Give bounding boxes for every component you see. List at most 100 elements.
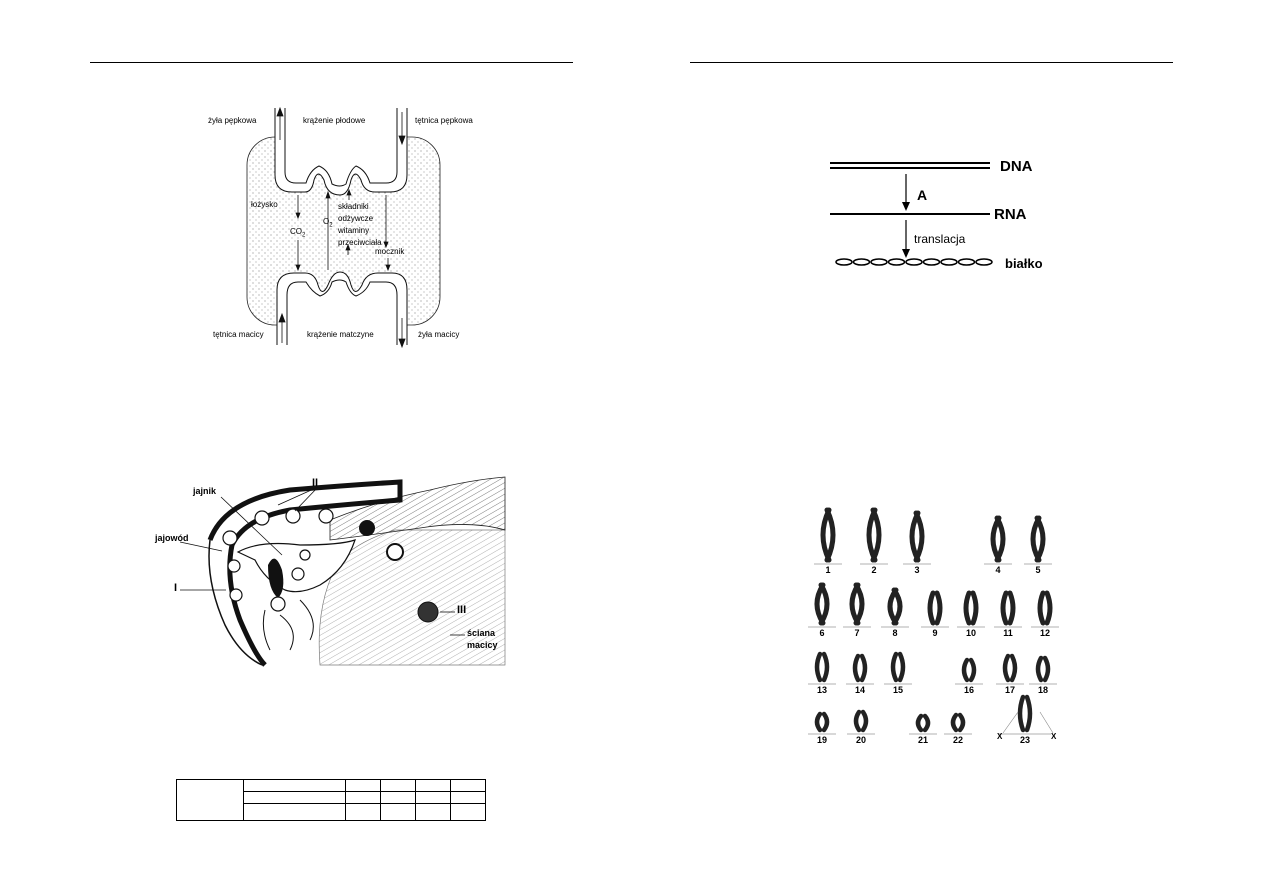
protein-chain bbox=[835, 258, 993, 266]
chromosome-number: 8 bbox=[892, 628, 898, 638]
amino-acid bbox=[940, 258, 958, 266]
chromosome-number: 2 bbox=[871, 565, 877, 575]
chromosome bbox=[994, 515, 1006, 563]
chromosome bbox=[1037, 590, 1046, 626]
chromosome bbox=[934, 590, 943, 626]
chromosome-pair-14 bbox=[846, 653, 874, 685]
chromosome-pair-13 bbox=[808, 651, 836, 685]
label-oviduct: jajowód bbox=[155, 533, 189, 543]
chromosome-number: 16 bbox=[963, 685, 974, 695]
amino-acid bbox=[835, 258, 853, 266]
label-translation: translacja bbox=[914, 232, 966, 246]
chromosome bbox=[968, 657, 977, 683]
label-nutrients-1: składniki bbox=[338, 202, 369, 211]
label-rna: RNA bbox=[994, 206, 1027, 223]
label-ovary: jajnik bbox=[193, 486, 217, 496]
chromosome-pair-15 bbox=[884, 651, 912, 685]
chromosome bbox=[1002, 653, 1011, 683]
label-nutrients-2: odżywcze bbox=[338, 214, 374, 223]
chromosome-number: 1 bbox=[825, 565, 831, 575]
chromosome-pair-18 bbox=[1029, 655, 1057, 685]
chromosome bbox=[890, 651, 899, 683]
chromosome-pair-4 bbox=[984, 515, 1012, 565]
chromosome-pair-23 bbox=[999, 694, 1051, 735]
chromosome-number: 17 bbox=[1004, 685, 1015, 695]
label-protein: białko bbox=[1005, 256, 1043, 271]
chromosome bbox=[1000, 590, 1009, 626]
table-cell bbox=[176, 779, 244, 821]
label-o2: O2 bbox=[323, 217, 333, 229]
chromosome-pair-8 bbox=[881, 587, 909, 628]
label-step-a: A bbox=[917, 187, 928, 203]
table-cell bbox=[450, 803, 486, 821]
chromosome bbox=[915, 713, 924, 733]
chromosome bbox=[957, 712, 966, 733]
chromosome bbox=[897, 651, 906, 683]
label-co2: CO2 bbox=[290, 227, 306, 239]
label-dna: DNA bbox=[1000, 158, 1033, 175]
label-maternal-circulation: krążenie matczyne bbox=[307, 330, 374, 339]
chromosome-pair-3 bbox=[903, 510, 931, 565]
amino-acid bbox=[905, 258, 923, 266]
chromosome-number: 5 bbox=[1035, 565, 1041, 575]
chromosome bbox=[950, 712, 959, 733]
chromosome-number: 7 bbox=[854, 628, 860, 638]
chromosome-number: 22 bbox=[952, 735, 963, 745]
label-uterine-artery: tętnica macicy bbox=[213, 330, 264, 339]
x-pointer-line bbox=[1002, 711, 1019, 734]
chromosome-number: 23 bbox=[1019, 735, 1030, 745]
chromosome bbox=[824, 507, 836, 563]
label-uterine-vein: żyła macicy bbox=[418, 330, 460, 339]
chromosome bbox=[860, 709, 869, 733]
chromosome bbox=[970, 590, 979, 626]
chromosome-pair-7 bbox=[843, 582, 871, 628]
chromosome-pair-19 bbox=[808, 711, 836, 735]
chromosome bbox=[963, 590, 972, 626]
label-placenta: łożysko bbox=[251, 200, 278, 209]
chromosome bbox=[1024, 694, 1033, 733]
amino-acid bbox=[975, 258, 993, 266]
chromosome-number: 9 bbox=[932, 628, 938, 638]
chromosome-number: 19 bbox=[816, 735, 827, 745]
x-pointer-line bbox=[1039, 711, 1054, 734]
chromosome-pair-17 bbox=[996, 653, 1024, 685]
label-II: II bbox=[312, 477, 319, 489]
chromosome bbox=[1007, 590, 1016, 626]
chromosome-number: 20 bbox=[855, 735, 866, 745]
label-uterine-wall-1: ściana bbox=[467, 628, 496, 638]
chromosome bbox=[1044, 590, 1053, 626]
chromosome-number: 18 bbox=[1037, 685, 1048, 695]
chromosome-number: 6 bbox=[819, 628, 825, 638]
label-nutrients-4: przeciwciała bbox=[338, 238, 382, 247]
chromosome-pair-12 bbox=[1031, 590, 1059, 628]
chromosome bbox=[853, 582, 865, 626]
chromosome bbox=[1017, 694, 1026, 733]
chromosome-number: 3 bbox=[914, 565, 920, 575]
label-I: I bbox=[174, 582, 178, 594]
chromosome-pair-6 bbox=[808, 582, 836, 628]
chromosome-number: 12 bbox=[1039, 628, 1050, 638]
label-urea: mocznik bbox=[375, 247, 405, 256]
chromosome bbox=[870, 507, 882, 563]
label-umbilical-artery: tętnica pępkowa bbox=[415, 116, 473, 125]
chromosome bbox=[1035, 655, 1044, 683]
chromosome bbox=[891, 587, 903, 626]
label-x-right: X bbox=[1051, 732, 1057, 741]
chromosome-number: 21 bbox=[917, 735, 928, 745]
chromosome-number: 15 bbox=[892, 685, 903, 695]
label-III: III bbox=[457, 604, 467, 616]
chromosome bbox=[1034, 515, 1046, 563]
chromosome-pair-21 bbox=[909, 713, 937, 735]
chromosome-pair-20 bbox=[847, 709, 875, 735]
chromosome-pair-9 bbox=[921, 590, 949, 628]
label-nutrients-3: witaminy bbox=[338, 226, 370, 235]
exchange-arrows bbox=[276, 106, 406, 349]
chromosome bbox=[814, 651, 823, 683]
amino-acid bbox=[870, 258, 888, 266]
chromosome bbox=[859, 653, 868, 683]
label-x-left: X bbox=[997, 732, 1003, 741]
chromosome bbox=[913, 510, 925, 563]
